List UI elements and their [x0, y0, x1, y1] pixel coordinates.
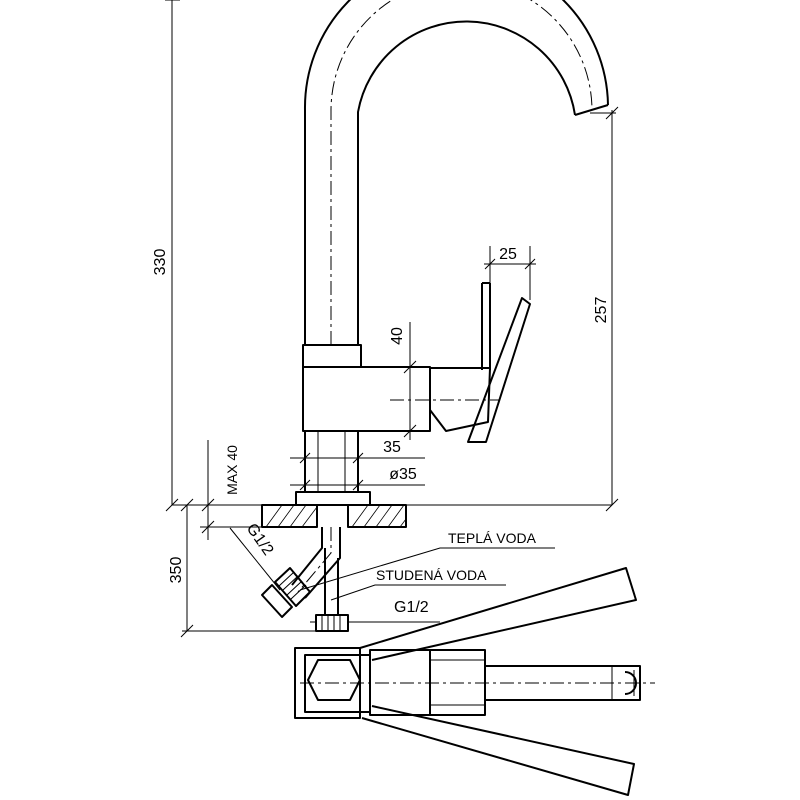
thread-straight-label: G1/2	[394, 599, 429, 616]
spout-inner-contour	[357, 20, 576, 345]
dim-350: 350	[168, 498, 316, 638]
dim-35-label: 35	[383, 439, 401, 456]
spout-center-axis	[330, 0, 593, 345]
dim-diameter-35-label: ø35	[389, 466, 417, 483]
lever-handle	[467, 297, 531, 443]
dim-257-label: 257	[593, 297, 610, 324]
top-view-hub	[307, 659, 361, 701]
spout-collar	[302, 344, 362, 368]
lever-stem	[481, 283, 491, 370]
dim-330-label: 330	[152, 249, 169, 276]
dim-330: 330	[152, 0, 180, 512]
hot-fitting-thread	[278, 571, 307, 600]
hot-fitting-nut	[261, 584, 293, 618]
dim-25: 25	[484, 246, 536, 300]
thread-angled: G1/2	[229, 521, 281, 591]
dim-max-40-label: MAX 40	[224, 445, 240, 495]
lever-swing-lower	[361, 705, 635, 796]
top-view	[294, 567, 655, 796]
cold-hose-fitting	[315, 614, 349, 632]
dim-257: 257	[590, 106, 619, 512]
lever-base	[429, 367, 491, 432]
spout-outer-contour	[303, 0, 609, 345]
counter-section	[261, 504, 407, 528]
callout-cold-water: STUDENÁ VODA	[330, 567, 506, 601]
top-view-body-outer	[294, 647, 361, 719]
cold-water-label: STUDENÁ VODA	[376, 567, 487, 583]
hot-water-label: TEPLÁ VODA	[448, 530, 537, 546]
dim-40: 40	[362, 322, 417, 440]
dim-25-label: 25	[499, 246, 517, 263]
top-view-spout	[485, 665, 641, 701]
hot-hose-axis	[297, 527, 332, 593]
dim-40-label: 40	[389, 327, 406, 345]
counter-section-right	[347, 504, 407, 528]
base-flange	[295, 491, 371, 506]
hot-hose-fitting	[274, 567, 311, 607]
dim-diameter-35: ø35	[290, 466, 425, 491]
lever-swing-upper	[359, 567, 637, 661]
mixer-body	[302, 366, 431, 432]
dim-350-label: 350	[168, 557, 185, 584]
dim-35: 35	[290, 439, 425, 464]
callout-thread-straight: G1/2	[310, 599, 440, 623]
spout	[303, 0, 609, 345]
hot-hose-left	[291, 527, 323, 586]
callout-hot-water: TEPLÁ VODA	[299, 530, 555, 591]
counter-section-left	[261, 504, 318, 528]
dim-max-40: MAX 40	[200, 440, 262, 540]
cold-fitting-thread	[321, 615, 341, 631]
